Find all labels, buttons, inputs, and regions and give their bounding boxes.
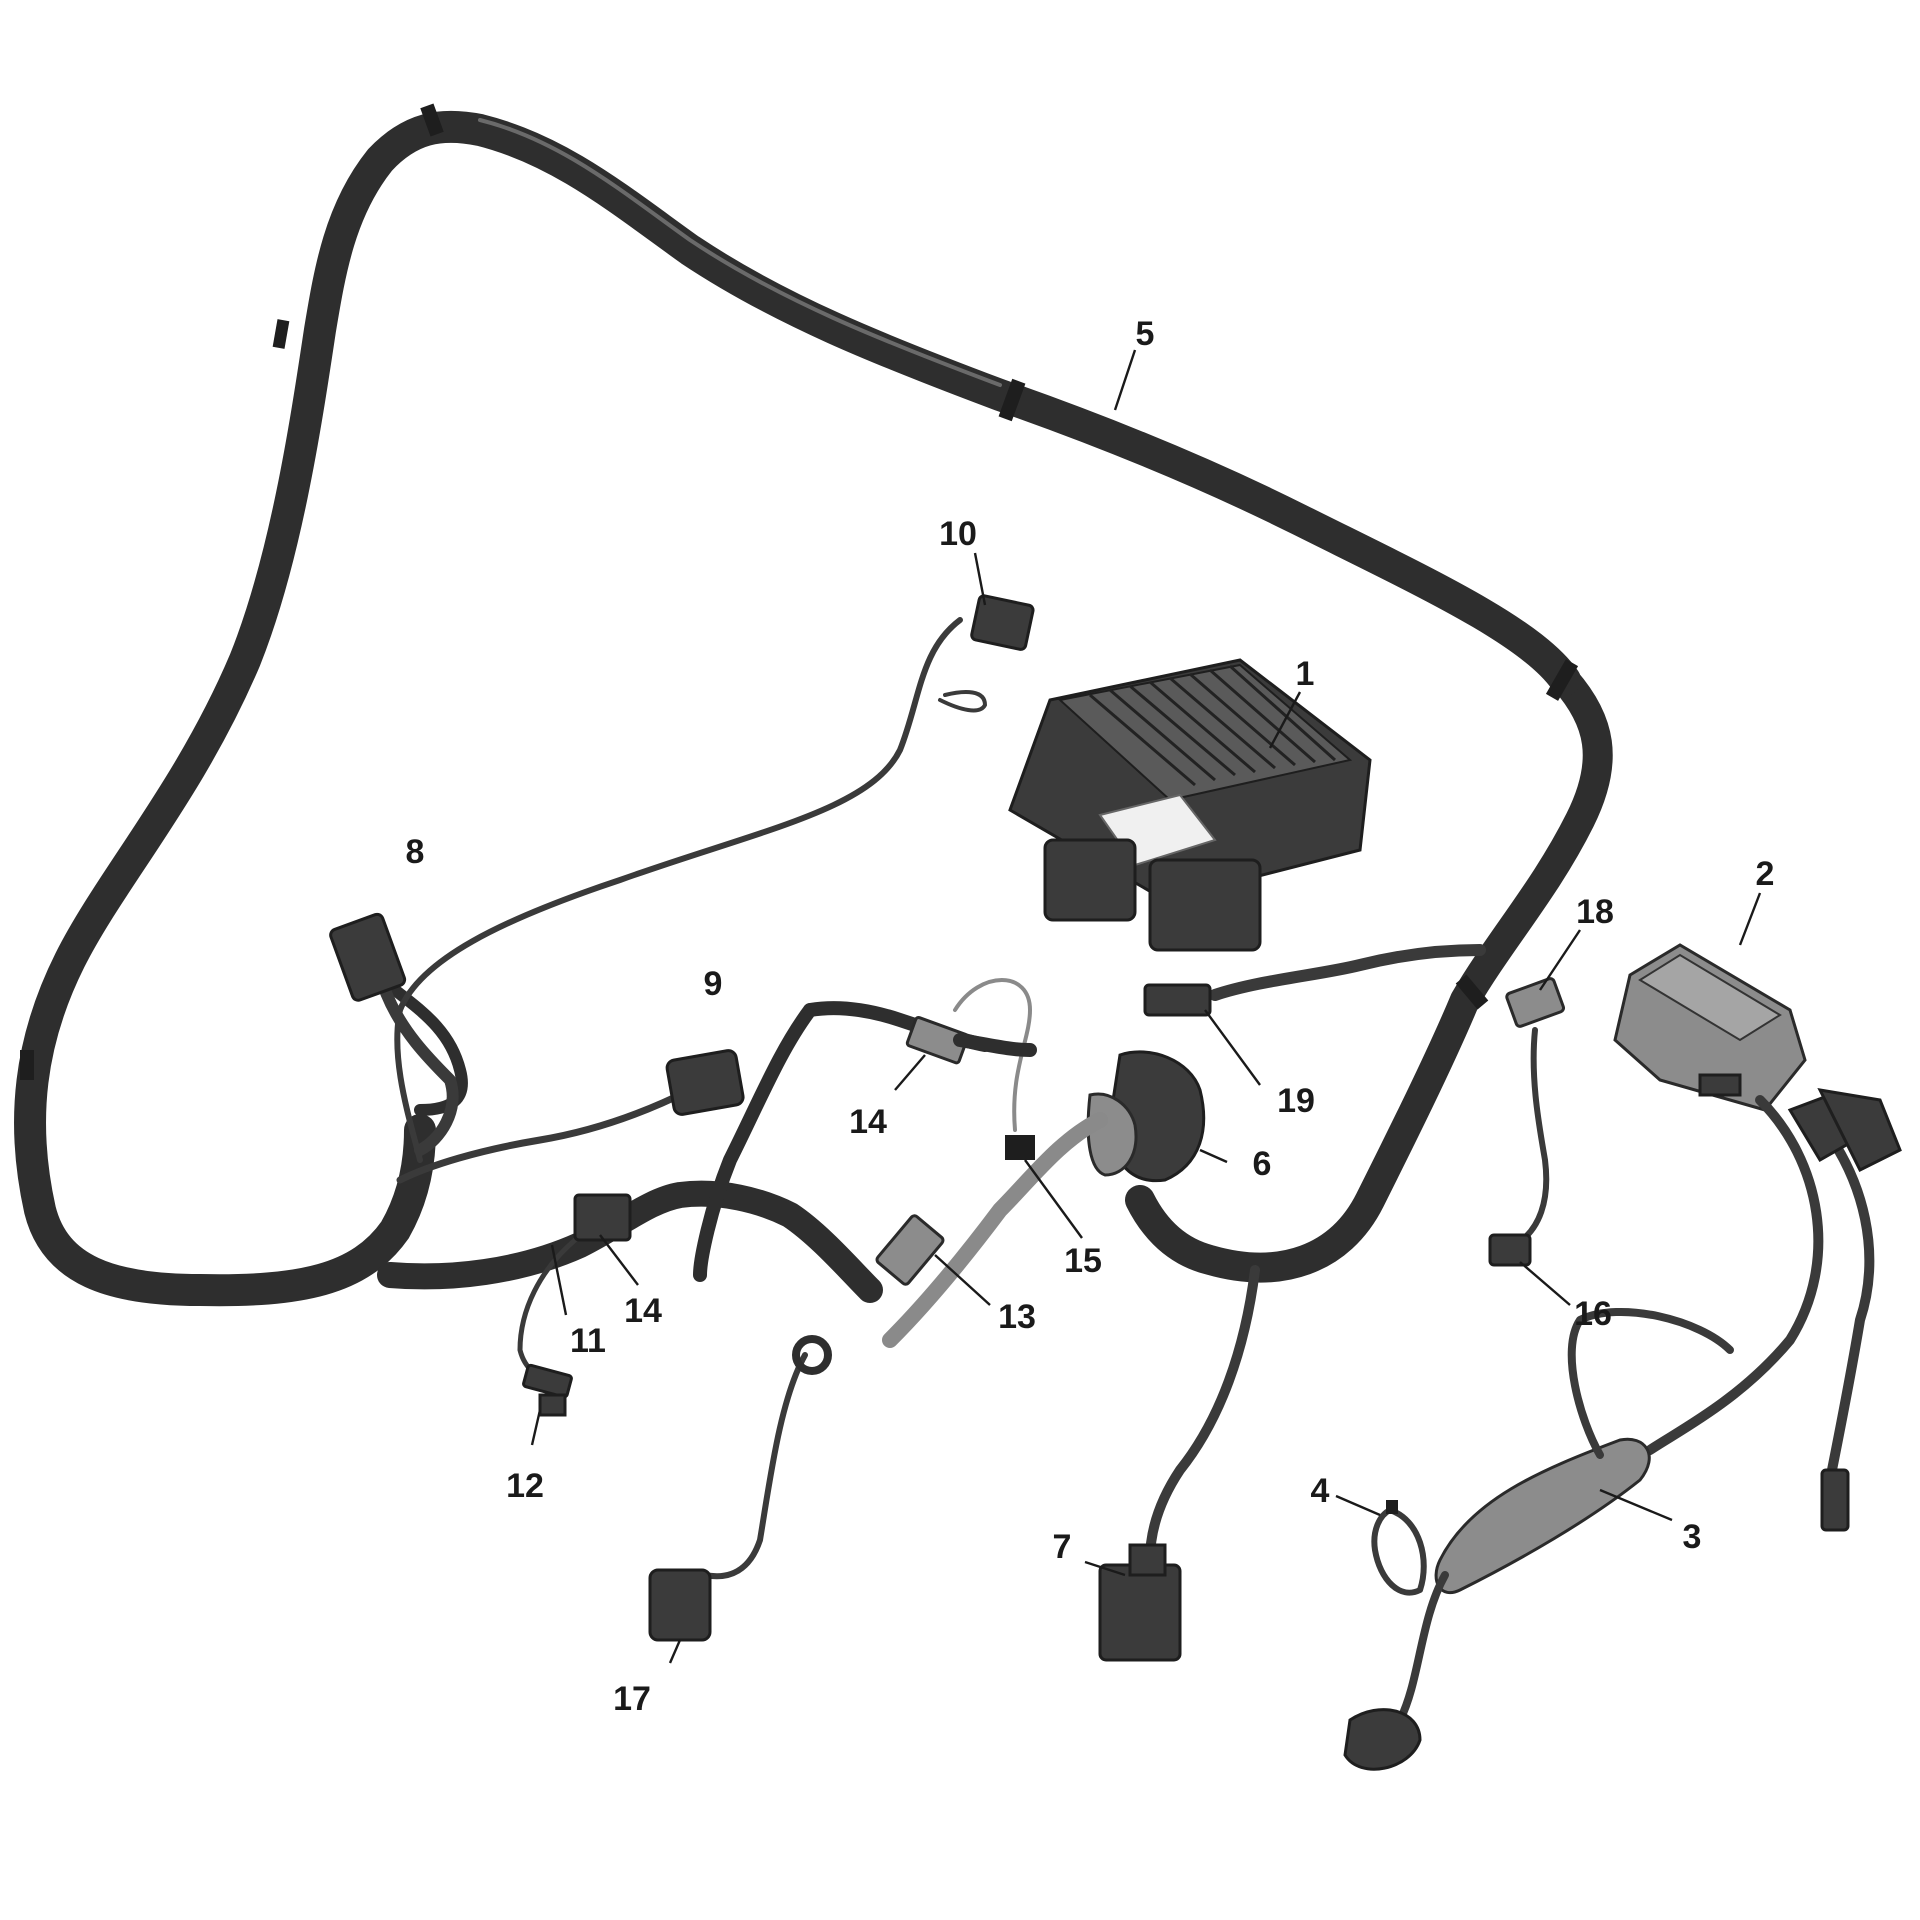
callout-labels: 1 2 3 4 5 6 7 8 9 10 11 12 13 14 14 15 1… xyxy=(406,315,1775,1718)
ignition-coil-assembly xyxy=(1343,1088,1902,1771)
callout-19: 19 xyxy=(1277,1082,1315,1120)
callout-6: 6 xyxy=(1253,1145,1272,1183)
connector-9 xyxy=(396,1049,745,1184)
callout-5: 5 xyxy=(1136,315,1155,353)
clip-15 xyxy=(1005,1135,1035,1160)
voltage-regulator-module xyxy=(1613,943,1807,1112)
callout-13: 13 xyxy=(998,1298,1036,1336)
callout-10: 10 xyxy=(939,515,977,553)
callout-8: 8 xyxy=(406,833,425,871)
main-wiring-harness xyxy=(14,110,1613,1307)
cable-tie xyxy=(1371,1500,1427,1596)
callout-15: 15 xyxy=(1064,1242,1102,1280)
callout-18: 18 xyxy=(1576,893,1614,931)
connector-16 xyxy=(1488,1027,1550,1267)
connector-7 xyxy=(1098,1265,1260,1662)
sensor-11-12 xyxy=(517,1193,632,1417)
callout-14-lower: 14 xyxy=(624,1292,662,1330)
callout-9: 9 xyxy=(704,965,723,1003)
callout-4: 4 xyxy=(1311,1472,1330,1510)
callout-12: 12 xyxy=(506,1467,544,1505)
connector-17 xyxy=(648,1335,832,1642)
callout-11: 11 xyxy=(570,1322,606,1360)
callout-1: 1 xyxy=(1296,655,1315,693)
callout-16: 16 xyxy=(1574,1295,1612,1333)
leader-lines xyxy=(530,349,1762,1664)
callout-17: 17 xyxy=(613,1680,651,1718)
callout-7: 7 xyxy=(1053,1528,1072,1566)
callout-3: 3 xyxy=(1683,1518,1702,1556)
fuse-relay-block-13 xyxy=(875,1112,1108,1348)
connector-18 xyxy=(1209,944,1566,1028)
connector-14-upper xyxy=(905,978,1037,1132)
callout-14-upper: 14 xyxy=(849,1103,887,1141)
connector-19 xyxy=(1143,983,1212,1017)
connector-10 xyxy=(394,594,1035,1163)
ecm-module xyxy=(1008,658,1372,952)
callout-2: 2 xyxy=(1756,855,1775,893)
harness-clips xyxy=(20,103,1579,1080)
